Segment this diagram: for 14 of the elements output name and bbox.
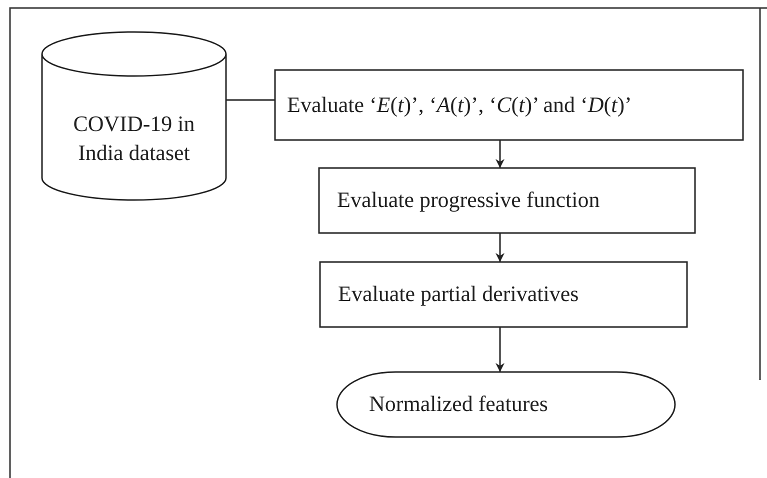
arrow xyxy=(496,327,504,372)
process-box xyxy=(319,168,695,233)
node-label: Evaluate partial derivatives xyxy=(338,280,579,308)
process-box xyxy=(275,70,743,140)
arrow xyxy=(496,140,504,168)
node-label: Normalized features xyxy=(369,390,548,418)
connector-line xyxy=(226,99,275,101)
node-label: Evaluate progressive function xyxy=(337,186,600,214)
database-cylinder xyxy=(42,32,226,200)
node-label: COVID-19 in India dataset xyxy=(72,110,196,166)
arrow xyxy=(496,233,504,262)
terminal-shape xyxy=(337,372,675,437)
process-box xyxy=(320,262,687,327)
node-label: Evaluate ‘E(t)’, ‘A(t)’, ‘C(t)’ and ‘D(t)’ xyxy=(287,90,632,119)
